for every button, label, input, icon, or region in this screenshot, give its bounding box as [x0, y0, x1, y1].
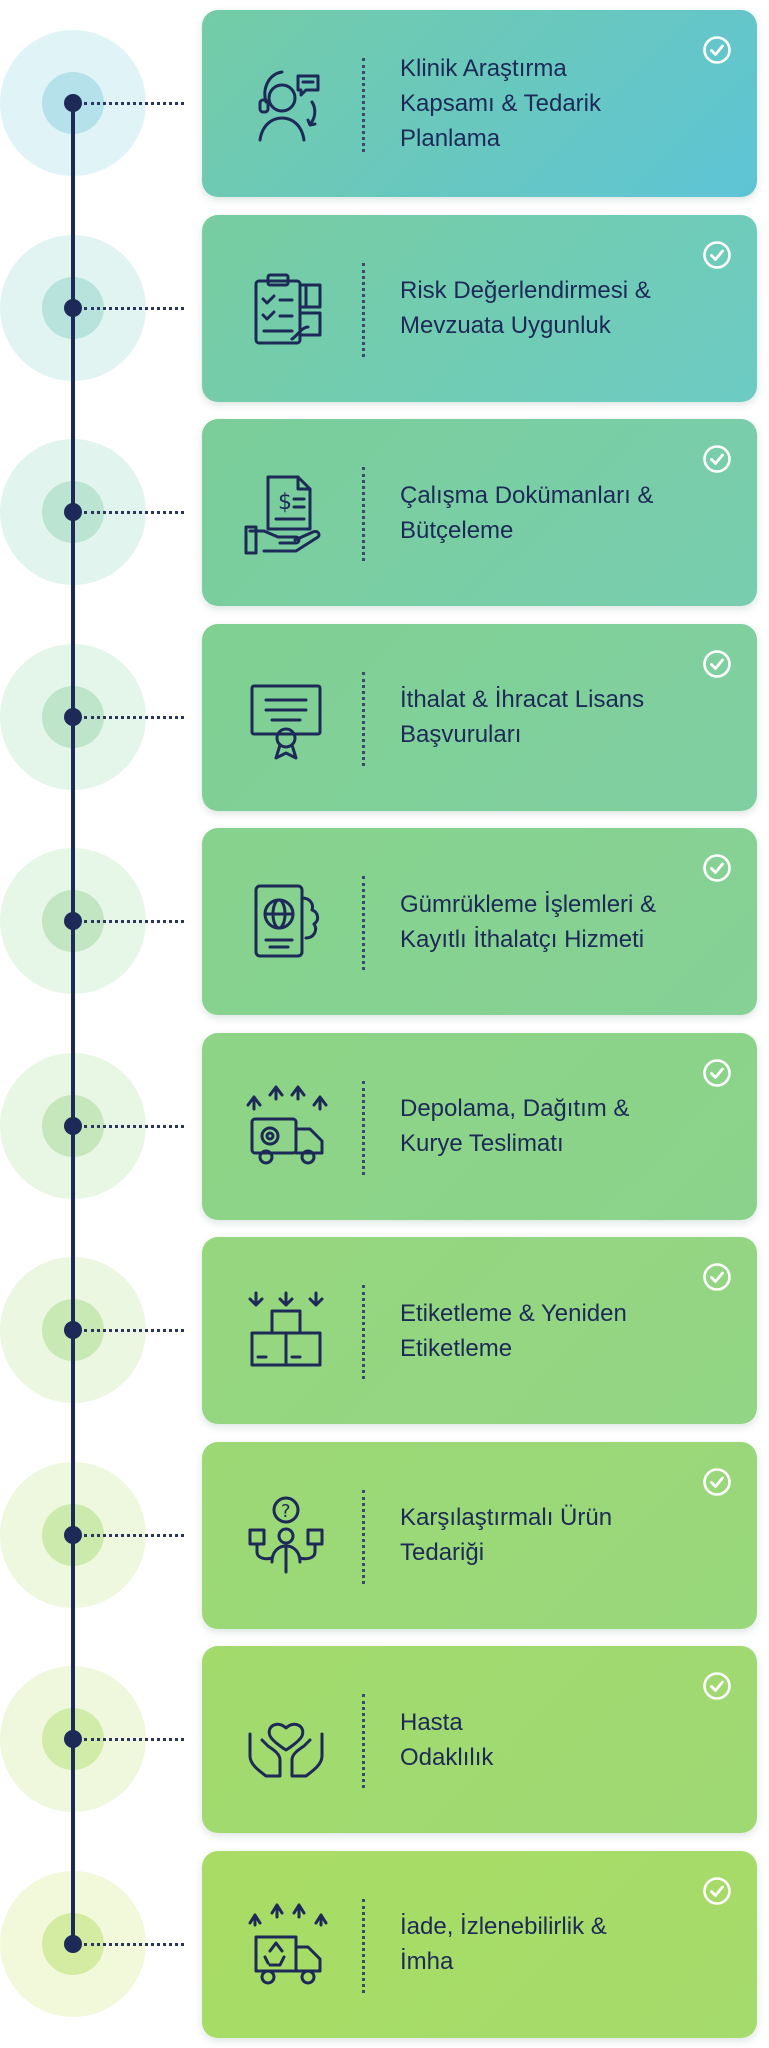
- step-title: Hasta Odaklılık: [400, 1708, 494, 1771]
- check-circle-icon: [701, 443, 733, 475]
- card-divider: [362, 262, 365, 357]
- check-circle-icon: [701, 1670, 733, 1702]
- checklist-icon-svg: [254, 273, 322, 344]
- budget-document-icon: $: [242, 467, 330, 555]
- checklist-icon: [242, 263, 330, 351]
- dotted-connector: [84, 511, 184, 514]
- dotted-connector: [84, 1329, 184, 1332]
- timeline-step-1: Klinik Araştırma Kapsamı & Tedarik Planl…: [0, 10, 769, 197]
- card-divider: [362, 1694, 365, 1788]
- step-title: Gümrükleme İşlemleri & Kayıtlı İthalatçı…: [400, 890, 657, 953]
- step-card: İthalat & İhracat Lisans Başvuruları: [202, 623, 757, 811]
- check-circle-icon: [701, 34, 733, 66]
- boxes-icon: [242, 1285, 330, 1373]
- timeline-node: [64, 1934, 82, 1953]
- check-circle-icon: [701, 1466, 733, 1498]
- delivery-truck-icon-svg: [246, 1085, 328, 1164]
- step-title: İthalat & İhracat Lisans Başvuruları: [400, 686, 645, 748]
- check-circle-icon: [701, 1261, 733, 1293]
- delivery-truck-icon: [242, 1081, 330, 1169]
- timeline-node: [64, 1525, 82, 1544]
- dotted-connector: [84, 920, 184, 923]
- timeline-step-8: ? Karşılaştırmalı Ürün Tedariği: [0, 1441, 769, 1629]
- timeline-step-7: Etiketleme & Yeniden Etiketleme: [0, 1237, 769, 1424]
- recycling-truck-icon-svg: [248, 1903, 328, 1984]
- certificate-icon: [242, 672, 330, 760]
- timeline-node: [64, 503, 82, 521]
- check-circle-icon: [701, 239, 733, 271]
- step-title: Depolama, Dağıtım & Kurye Teslimatı: [400, 1095, 630, 1157]
- boxes-icon-svg: [248, 1291, 324, 1367]
- timeline-line: [71, 102, 75, 1948]
- card-divider: [362, 1080, 365, 1175]
- check-circle-icon: [701, 648, 733, 680]
- card-divider: [362, 671, 365, 766]
- step-card: Depolama, Dağıtım & Kurye Teslimatı: [202, 1032, 757, 1220]
- step-title: Karşılaştırmalı Ürün Tedariği: [400, 1504, 613, 1566]
- dotted-connector: [84, 1942, 184, 1946]
- card-divider: [362, 1489, 365, 1584]
- customer-support-icon-svg: [258, 70, 320, 142]
- step-title: İade, İzlenebilirlik & İmha: [400, 1913, 607, 1975]
- check-circle-icon: [701, 1057, 733, 1089]
- recycling-truck-icon: [242, 1899, 330, 1987]
- heart-hands-icon: [242, 1694, 330, 1782]
- step-title: Risk Değerlendirmesi & Mevzuata Uygunluk: [400, 277, 651, 339]
- timeline-step-5: Gümrükleme İşlemleri & Kayıtlı İthalatçı…: [0, 828, 769, 1015]
- card-divider: [362, 876, 365, 970]
- passport-icon: [242, 876, 330, 964]
- svg-text:$: $: [278, 490, 292, 515]
- timeline-node: [64, 912, 82, 930]
- customer-support-icon: [242, 58, 330, 146]
- certificate-icon-svg: [250, 684, 322, 759]
- timeline-node: [64, 1116, 82, 1135]
- timeline-node: [64, 298, 82, 317]
- heart-hands-icon-svg: [248, 1722, 324, 1778]
- dotted-connector: [84, 1738, 184, 1741]
- check-circle-icon: [701, 1875, 733, 1907]
- svg-text:?: ?: [281, 1501, 291, 1522]
- timeline-step-9: Hasta Odaklılık: [0, 1646, 769, 1833]
- card-divider: [362, 1285, 365, 1379]
- timeline-step-2: Risk Değerlendirmesi & Mevzuata Uygunluk: [0, 214, 769, 402]
- budget-document-icon-svg: $: [244, 475, 321, 555]
- step-card: ? Karşılaştırmalı Ürün Tedariği: [202, 1441, 757, 1629]
- step-card: $ Çalışma Dokümanları & Bütçeleme: [202, 419, 757, 606]
- comparison-person-icon: ?: [242, 1490, 330, 1578]
- comparison-person-icon-svg: ?: [248, 1496, 324, 1573]
- timeline-node: [64, 1730, 82, 1748]
- timeline-step-3: $ Çalışma Dokümanları & Bütçeleme: [0, 419, 769, 606]
- dotted-connector: [84, 1124, 184, 1128]
- card-divider: [362, 58, 365, 152]
- passport-icon-svg: [254, 884, 320, 958]
- timeline-node: [64, 1321, 82, 1339]
- dotted-connector: [84, 102, 184, 105]
- step-title: Etiketleme & Yeniden Etiketleme: [400, 1299, 627, 1362]
- timeline-step-10: İade, İzlenebilirlik & İmha: [0, 1850, 769, 2038]
- step-card: Klinik Araştırma Kapsamı & Tedarik Planl…: [202, 10, 757, 197]
- card-divider: [362, 467, 365, 561]
- card-divider: [362, 1898, 365, 1993]
- step-card: Hasta Odaklılık: [202, 1646, 757, 1833]
- dotted-connector: [84, 306, 184, 310]
- step-card: Risk Değerlendirmesi & Mevzuata Uygunluk: [202, 214, 757, 402]
- timeline-node: [64, 94, 82, 112]
- timeline-step-4: İthalat & İhracat Lisans Başvuruları: [0, 623, 769, 811]
- dotted-connector: [84, 1533, 184, 1537]
- dotted-connector: [84, 715, 184, 719]
- step-title: Klinik Araştırma Kapsamı & Tedarik Planl…: [400, 55, 601, 152]
- timeline-node: [64, 707, 82, 726]
- step-card: İade, İzlenebilirlik & İmha: [202, 1850, 757, 2038]
- step-title: Çalışma Dokümanları & Bütçeleme: [400, 481, 654, 544]
- timeline-step-6: Depolama, Dağıtım & Kurye Teslimatı: [0, 1032, 769, 1220]
- step-card: Gümrükleme İşlemleri & Kayıtlı İthalatçı…: [202, 828, 757, 1015]
- check-circle-icon: [701, 852, 733, 884]
- step-card: Etiketleme & Yeniden Etiketleme: [202, 1237, 757, 1424]
